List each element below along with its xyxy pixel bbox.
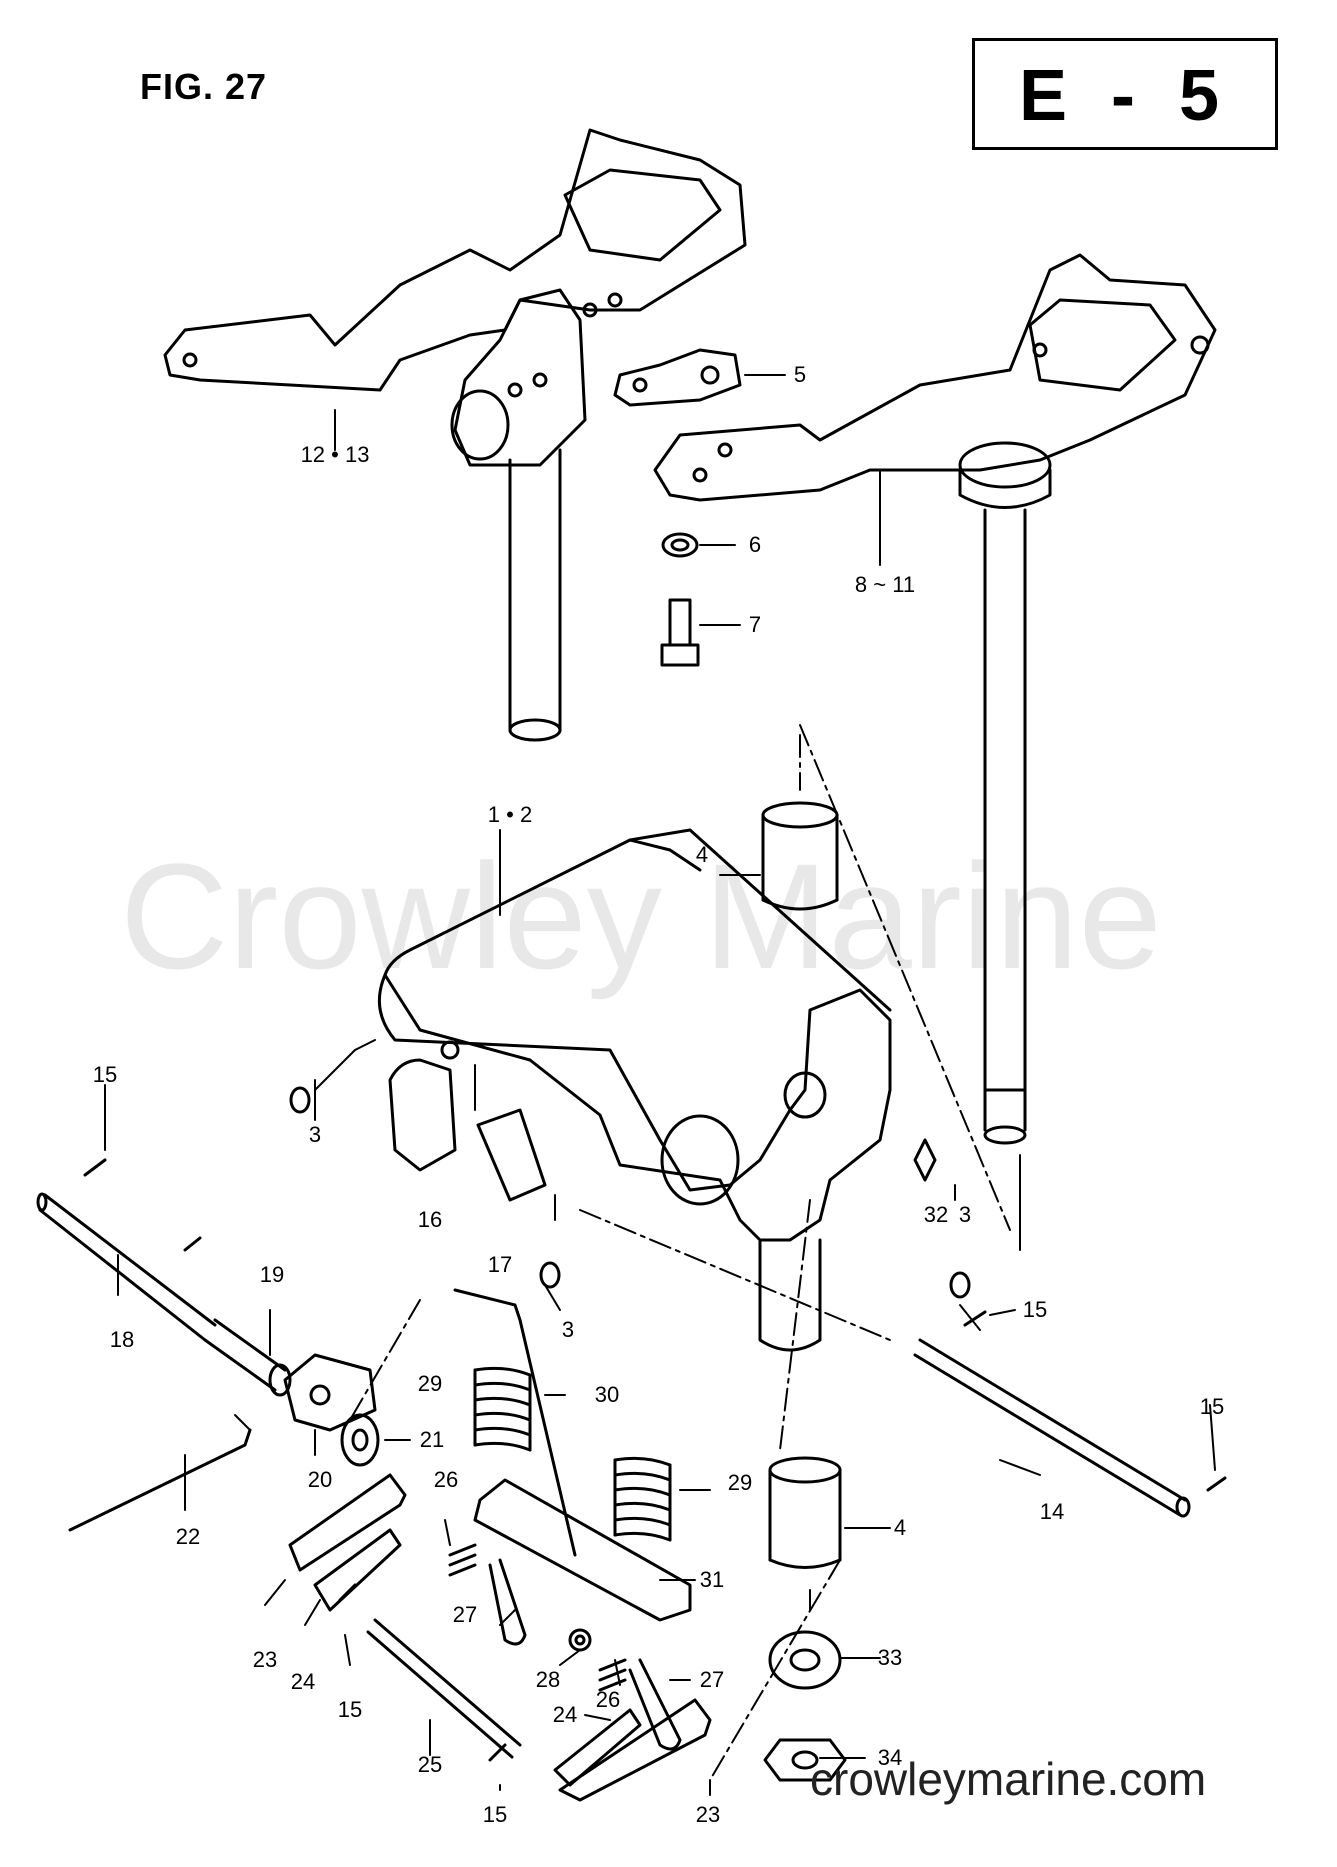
callout-15-c: 15 [1022,1297,1048,1322]
pin-15-b [183,1236,202,1252]
leader-lines [104,374,1216,1796]
washer-21 [340,1413,380,1467]
pin-15-a [83,1158,107,1177]
callout-34: 34 [877,1745,903,1770]
callout-30: 30 [594,1382,620,1407]
steering-bracket-right [653,253,1217,1145]
callout-3-right: 3 [958,1202,972,1227]
pin-15-d [1206,1476,1227,1492]
callout-15-f: 15 [482,1802,508,1827]
link-24-upper [313,1528,402,1612]
key-32 [913,1138,937,1182]
section-code-box: E - 5 [972,38,1278,150]
section-code: E - 5 [1018,56,1232,136]
watermark: Crowley Marine [120,832,1162,1000]
plate-31 [473,1478,692,1622]
callout-15-a: 15 [92,1062,118,1087]
pin-15-c [963,1310,987,1327]
nut-28 [568,1628,592,1652]
swivel-housing [377,828,892,1352]
callout-22: 22 [175,1524,201,1549]
callout-1-2: 1 • 2 [487,802,533,827]
callout-17: 17 [487,1252,513,1277]
callout-19: 19 [259,1262,285,1287]
bolt-7 [660,598,700,667]
pin-25 [366,1618,522,1759]
callout-8-11: 8 ~ 11 [854,572,916,597]
sleeve-19 [203,1318,292,1397]
site-url: crowleymarine.com [810,1753,1207,1805]
plate-5 [613,348,742,407]
callout-4-lower: 4 [893,1515,907,1540]
callout-15-e: 15 [337,1697,363,1722]
pin-15-f [488,1743,507,1762]
plate-17 [476,1108,547,1202]
grease-nipple-3-mid [539,1261,561,1289]
callout-27-lower: 27 [699,1667,725,1692]
spring-26-lower [598,1658,627,1692]
spring-27-upper [488,1558,527,1646]
callout-24-lower: 24 [552,1702,578,1727]
callout-33: 33 [877,1645,903,1670]
grease-nipple-3-right [949,1271,971,1299]
link-23-lower [558,1698,712,1802]
callout-26-lower: 26 [595,1687,621,1712]
callout-7: 7 [748,612,762,637]
callout-31: 31 [699,1567,725,1592]
callout-21: 21 [419,1427,445,1452]
callout-14: 14 [1039,1499,1065,1524]
link-23-upper [288,1473,407,1572]
clip-16 [388,1058,457,1172]
callout-15-d: 15 [1199,1394,1225,1419]
callout-12-13: 12 • 13 [300,442,370,467]
callout-27-upper: 27 [452,1602,478,1627]
rod-30 [453,1288,577,1557]
spring-26-upper [448,1543,477,1577]
nut-34 [763,1738,847,1782]
spring-27-lower [628,1658,682,1751]
callout-23-lower: 23 [695,1802,721,1827]
callout-32: 32 [923,1202,949,1227]
callout-25: 25 [417,1752,443,1777]
spring-29-right [613,1456,672,1542]
callout-28: 28 [535,1667,561,1692]
callout-20: 20 [307,1467,333,1492]
figure-label: FIG. 27 [140,66,268,107]
center-lines [234,724,1011,1781]
link-24-lower [553,1708,642,1787]
rod-18 [36,1192,217,1342]
bracket-20 [283,1353,377,1432]
callout-29-left: 29 [417,1371,443,1396]
callout-6: 6 [748,532,762,557]
spring-29-left [473,1366,532,1452]
callout-4-upper: 4 [695,842,709,867]
rod-14 [913,1338,1191,1518]
callout-3-mid: 3 [561,1317,575,1342]
callout-18: 18 [109,1327,135,1352]
callout-29-right: 29 [727,1470,753,1495]
washer-33 [768,1630,842,1690]
washer-6 [661,532,699,558]
callout-23-upper: 23 [252,1647,278,1672]
callout-3-left: 3 [308,1122,322,1147]
grease-nipple-3-left [289,1086,311,1114]
steering-bracket-left [163,128,747,742]
callout-26-upper: 26 [433,1467,459,1492]
bushing-4-lower [768,1456,842,1569]
rod-22 [68,1428,252,1532]
callout-16: 16 [417,1207,443,1232]
callout-24-upper: 24 [290,1669,316,1694]
callout-5: 5 [793,362,807,387]
pin-15-e [338,1583,357,1602]
bushing-4-upper [761,801,839,911]
